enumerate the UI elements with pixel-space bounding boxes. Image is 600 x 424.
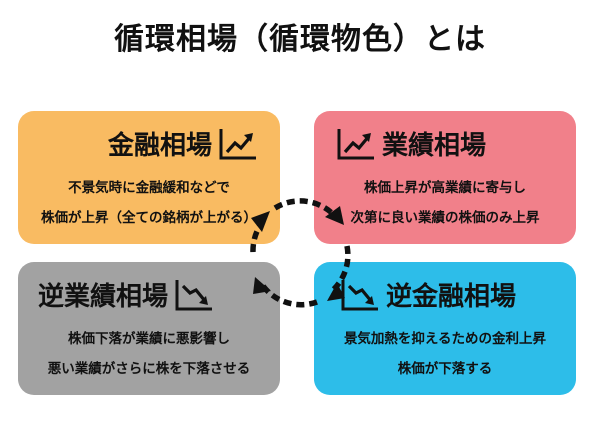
- card-gyoseki-text: 株価上昇が高業績に寄与し 次第に良い業績の株価のみ上昇: [314, 173, 576, 233]
- card-kinyu-line-1: 不景気時に金融緩和などで: [68, 180, 230, 196]
- page-title: 循環相場（循環物色）とは: [114, 22, 486, 57]
- card-kinyu-header: 金融相場: [108, 125, 258, 162]
- card-kinyu-soba: 金融相場 不景気時に金融緩和などで 株価が上昇（全ての銘柄が上がる）: [18, 111, 280, 244]
- card-gyaku-gyoseki-header: 逆業績相場: [38, 276, 214, 313]
- card-gyaku-kinyu-line-1: 景気加熱を抑えるための金利上昇: [343, 331, 547, 347]
- card-gyaku-gyoseki-line-2: 悪い業績がさらに株を下落させる: [47, 361, 251, 377]
- chart-up-icon: [336, 127, 376, 161]
- card-gyoseki-header: 業績相場: [336, 125, 486, 162]
- card-gyaku-gyoseki-text: 株価下落が業績に悪影響し 悪い業績がさらに株を下落させる: [18, 324, 280, 384]
- card-gyaku-gyoseki-line-1: 株価下落が業績に悪影響し: [68, 331, 230, 347]
- card-gyoseki-soba: 業績相場 株価上昇が高業績に寄与し 次第に良い業績の株価のみ上昇: [314, 111, 576, 244]
- chart-down-icon: [340, 278, 380, 312]
- card-gyaku-kinyu-heading: 逆金融相場: [386, 282, 517, 312]
- cycle-arrows-icon: [250, 198, 351, 308]
- card-gyoseki-line-2: 次第に良い業績の株価のみ上昇: [350, 210, 540, 226]
- card-kinyu-heading: 金融相場: [107, 131, 212, 161]
- card-gyoseki-heading: 業績相場: [382, 131, 487, 161]
- card-gyaku-kinyu-text: 景気加熱を抑えるための金利上昇 株価が下落する: [314, 324, 576, 384]
- card-gyoseki-line-1: 株価上昇が高業績に寄与し: [364, 180, 526, 196]
- card-gyaku-kinyu-line-2: 株価が下落する: [397, 361, 493, 377]
- card-gyaku-gyoseki-heading: 逆業績相場: [38, 282, 169, 312]
- card-kinyu-text: 不景気時に金融緩和などで 株価が上昇（全ての銘柄が上がる）: [18, 173, 280, 233]
- chart-up-icon: [218, 127, 258, 161]
- card-gyaku-gyoseki-soba: 逆業績相場 株価下落が業績に悪影響し 悪い業績がさらに株を下落させる: [18, 262, 280, 395]
- card-gyaku-kinyu-soba: 逆金融相場 景気加熱を抑えるための金利上昇 株価が下落する: [314, 262, 576, 395]
- chart-down-icon: [174, 278, 214, 312]
- card-gyaku-kinyu-header: 逆金融相場: [340, 276, 516, 313]
- card-kinyu-line-2: 株価が上昇（全ての銘柄が上がる）: [41, 210, 257, 226]
